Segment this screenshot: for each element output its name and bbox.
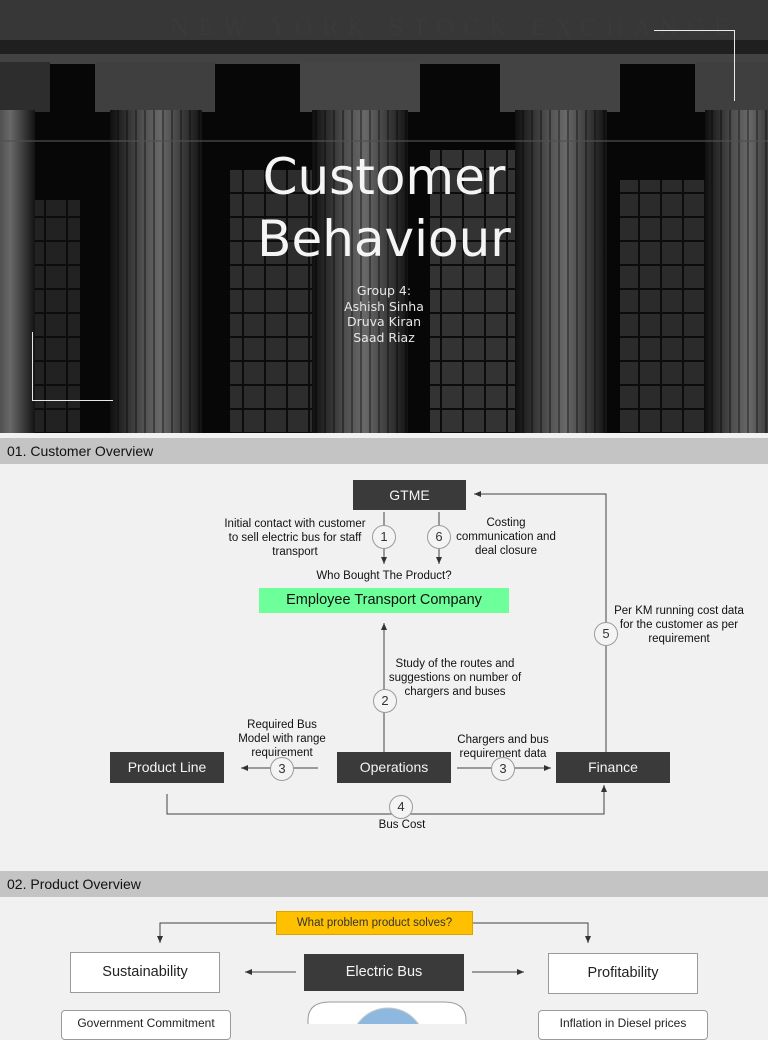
step-6-badge: 6 xyxy=(427,525,451,549)
customer-overview-connectors xyxy=(166,491,607,815)
section-heading-product-overview: 02. Product Overview xyxy=(0,871,768,897)
step-2-badge: 2 xyxy=(373,689,397,713)
title-slide: NEW YORK STOCK EXCHANGE Customer Behavio… xyxy=(0,0,768,433)
title-line-1: Customer xyxy=(262,148,506,206)
operations-box: Operations xyxy=(337,752,451,783)
group-label: Group 4: xyxy=(356,283,412,298)
member-name: Saad Riaz xyxy=(353,329,415,345)
who-bought-question: Who Bought The Product? xyxy=(316,570,452,582)
gtme-box: GTME xyxy=(353,480,466,510)
title-line-2: Behaviour xyxy=(257,210,511,268)
product-overview-connectors xyxy=(157,922,591,1024)
electric-bus-box: Electric Bus xyxy=(304,954,464,991)
sustainability-box: Sustainability xyxy=(70,952,220,993)
step-6-label: Costing communication and deal closure xyxy=(456,517,556,557)
step-3-finance-label: Chargers and bus requirement data xyxy=(457,734,549,760)
step-1-label: Initial contact with customer to sell el… xyxy=(224,518,366,558)
customer-box: Employee Transport Company xyxy=(259,588,509,613)
member-name: Druva Kiran xyxy=(346,314,422,329)
member-name: Ashish Sinha xyxy=(344,298,424,314)
product-line-box: Product Line xyxy=(110,752,224,783)
stock-exchange-background-image: NEW YORK STOCK EXCHANGE xyxy=(0,0,768,433)
step-2-label: Study of the routes and suggestions on n… xyxy=(388,658,522,698)
problem-question-box: What problem product solves? xyxy=(276,911,473,935)
corner-bracket-bottom-left xyxy=(32,332,113,401)
slide-title: Customer Behaviour xyxy=(0,146,768,270)
step-3-finance-badge: 3 xyxy=(491,757,515,781)
step-4-label: Bus Cost xyxy=(378,819,426,831)
section-heading-customer-overview: 01. Customer Overview xyxy=(0,438,768,464)
profitability-box: Profitability xyxy=(548,953,698,994)
corner-bracket-top-right xyxy=(654,30,735,101)
step-5-badge: 5 xyxy=(594,622,618,646)
finance-box: Finance xyxy=(556,752,670,783)
step-4-badge: 4 xyxy=(389,795,413,819)
building-engraving: NEW YORK STOCK EXCHANGE xyxy=(170,16,739,41)
diesel-inflation-box: Inflation in Diesel prices xyxy=(538,1010,708,1040)
government-commitment-box: Government Commitment xyxy=(61,1010,231,1040)
step-5-label: Per KM running cost data for the custome… xyxy=(614,605,744,645)
step-1-badge: 1 xyxy=(372,525,396,549)
step-3-product-line-label: Required Bus Model with range requiremen… xyxy=(238,719,326,759)
step-3-product-line-badge: 3 xyxy=(270,757,294,781)
